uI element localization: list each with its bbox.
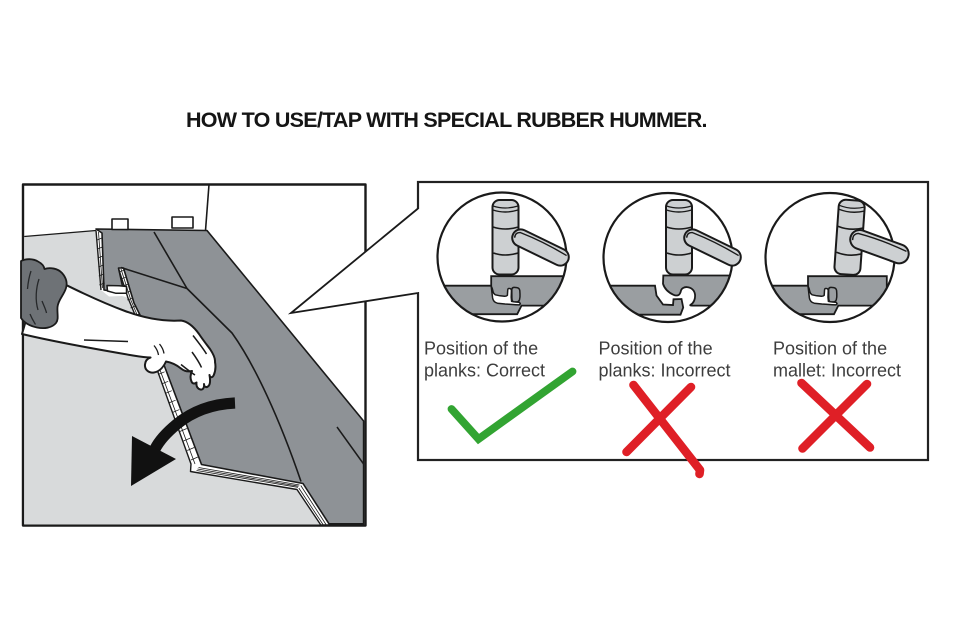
svg-text:Position of the: Position of the xyxy=(773,339,887,359)
svg-text:mallet: Incorrect: mallet: Incorrect xyxy=(773,360,901,380)
svg-text:Position of the: Position of the xyxy=(424,339,538,359)
svg-text:Position of the: Position of the xyxy=(599,339,713,359)
svg-text:HOW TO USE/TAP WITH SPECIAL RU: HOW TO USE/TAP WITH SPECIAL RUBBER HUMME… xyxy=(186,108,707,132)
svg-text:planks: Correct: planks: Correct xyxy=(424,360,545,380)
svg-text:planks: Incorrect: planks: Incorrect xyxy=(599,360,731,380)
